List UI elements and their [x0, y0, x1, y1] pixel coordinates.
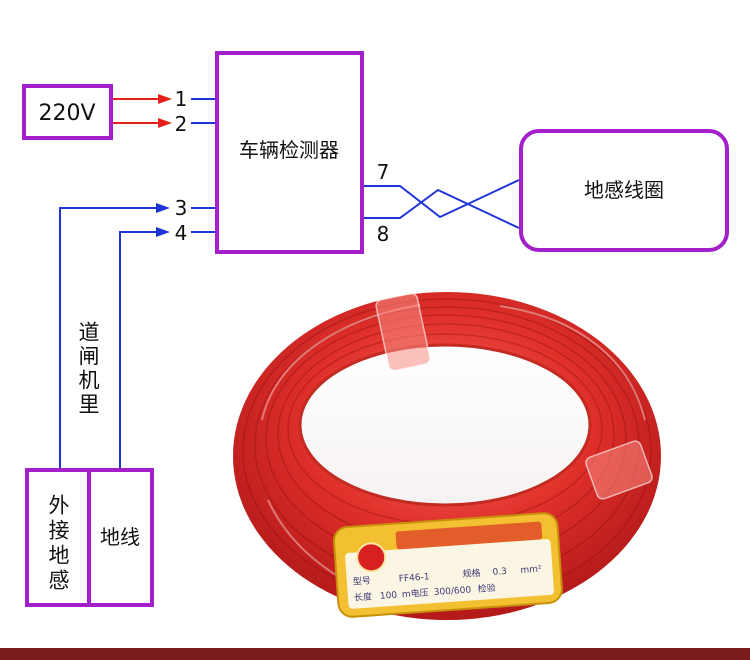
label-white-panel [345, 539, 554, 609]
twisted-wire-7 [364, 179, 520, 219]
label-model-value: FF46-1 [398, 572, 429, 584]
vehicle-detector-box [215, 51, 364, 254]
coil-tape-right [585, 440, 653, 500]
brand-logo-icon [356, 542, 387, 573]
terminal-1-label: 1 [175, 87, 188, 111]
power-arrow-1-head [158, 94, 172, 104]
label-length-key: 长度 [354, 590, 373, 603]
external-loop-label: 外接地感 [46, 494, 70, 594]
coil-tape-top [375, 292, 431, 372]
wire-3-arrowhead [156, 203, 170, 213]
label-length-value: 100 [380, 591, 398, 602]
wire-3 [59, 207, 160, 470]
coil-center-hole [298, 343, 592, 507]
power-label: 220V [38, 101, 95, 126]
terminal-8-label: 8 [377, 222, 390, 246]
twisted-wire-8 [364, 188, 520, 229]
label-spec-key: 规格 [462, 567, 481, 580]
terminal-3-label: 3 [175, 196, 188, 220]
label-model-key: 型号 [353, 575, 372, 587]
wire-4 [119, 231, 160, 470]
label-spec-unit: mm² [520, 564, 542, 575]
terminal-2-label: 2 [175, 112, 188, 136]
label-voltage-key: m电压 [401, 586, 429, 600]
power-box [22, 84, 113, 140]
external-loop-box [25, 468, 91, 607]
barrier-inside-note: 道闸机里 [76, 321, 100, 417]
terminal-4-label: 4 [175, 221, 188, 245]
coil-product-label: 型号 FF46-1 规格 0.3 mm² 长度 100 m电压 300/600 … [333, 512, 563, 618]
red-wire-coil-photo: 型号 FF46-1 规格 0.3 mm² 长度 100 m电压 300/600 … [233, 292, 661, 620]
label-red-banner [395, 521, 543, 550]
label-voltage-value: 300/600 [434, 585, 472, 598]
bottom-band [0, 648, 750, 660]
wire-4-arrowhead [156, 227, 170, 237]
loop-coil-box [519, 129, 729, 252]
terminal-7-label: 7 [377, 160, 390, 184]
power-arrow-2-head [158, 118, 172, 128]
ground-label: 地线 [100, 525, 140, 549]
label-inspection: 检验 [477, 582, 496, 595]
vehicle-detector-label: 车辆检测器 [239, 138, 339, 162]
ground-box [87, 468, 154, 607]
loop-coil-label: 地感线圈 [584, 178, 664, 202]
label-spec-value: 0.3 [492, 567, 507, 578]
